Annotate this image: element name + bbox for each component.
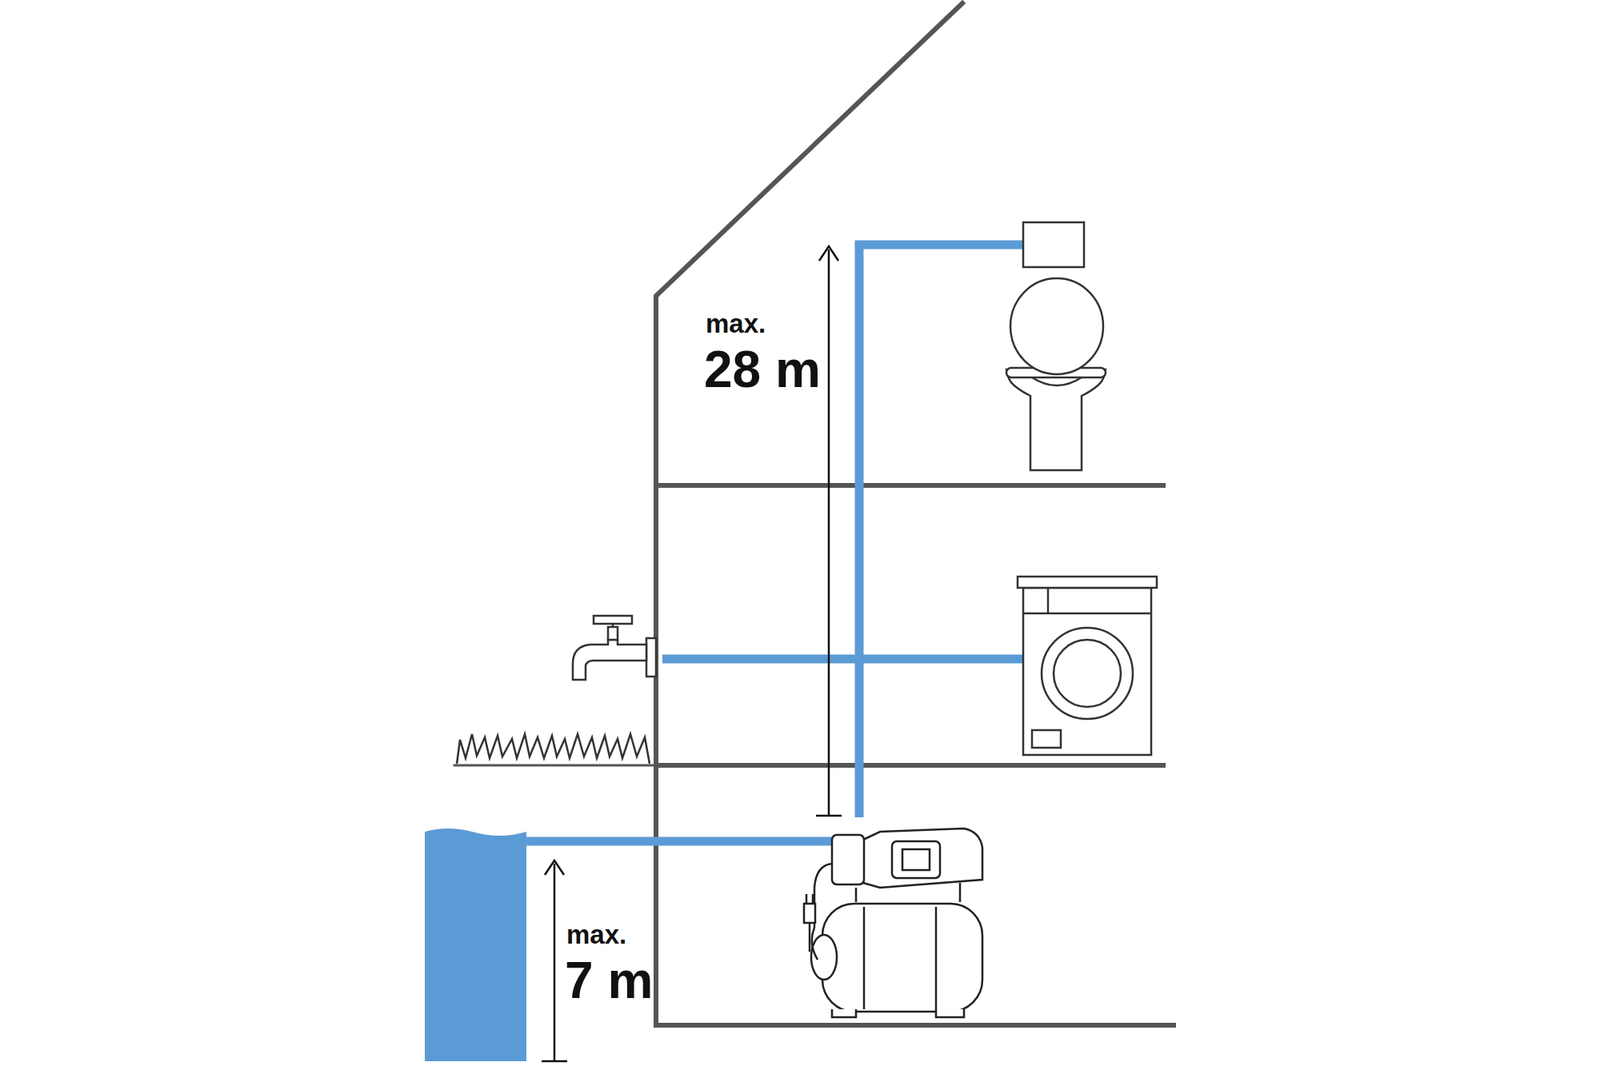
dimension-arrow <box>828 249 831 816</box>
ground-line <box>454 764 656 768</box>
arrow-head <box>819 246 839 261</box>
floor <box>656 483 1164 488</box>
dimension-prefix: max. <box>566 921 627 948</box>
house-outline <box>656 3 1174 1026</box>
washing-machine <box>1017 576 1157 756</box>
branch-pipe <box>662 655 1023 664</box>
pump-unit <box>804 828 983 1018</box>
water-reservoir <box>424 828 527 1062</box>
grass <box>456 734 650 764</box>
dimension-tick <box>541 1060 568 1064</box>
suction-pipe <box>526 837 832 847</box>
arrow-head <box>544 860 564 876</box>
dimension-arrow <box>553 864 556 1062</box>
toilet <box>1006 222 1106 471</box>
dimension-value: 28 m <box>704 344 821 396</box>
floor <box>656 763 1164 768</box>
riser-pipe <box>859 244 1024 818</box>
outdoor-tap <box>572 616 656 680</box>
dimension-prefix: max. <box>705 310 766 337</box>
dimension-tick <box>816 815 842 818</box>
dimension-value: 7 m <box>564 955 653 1007</box>
